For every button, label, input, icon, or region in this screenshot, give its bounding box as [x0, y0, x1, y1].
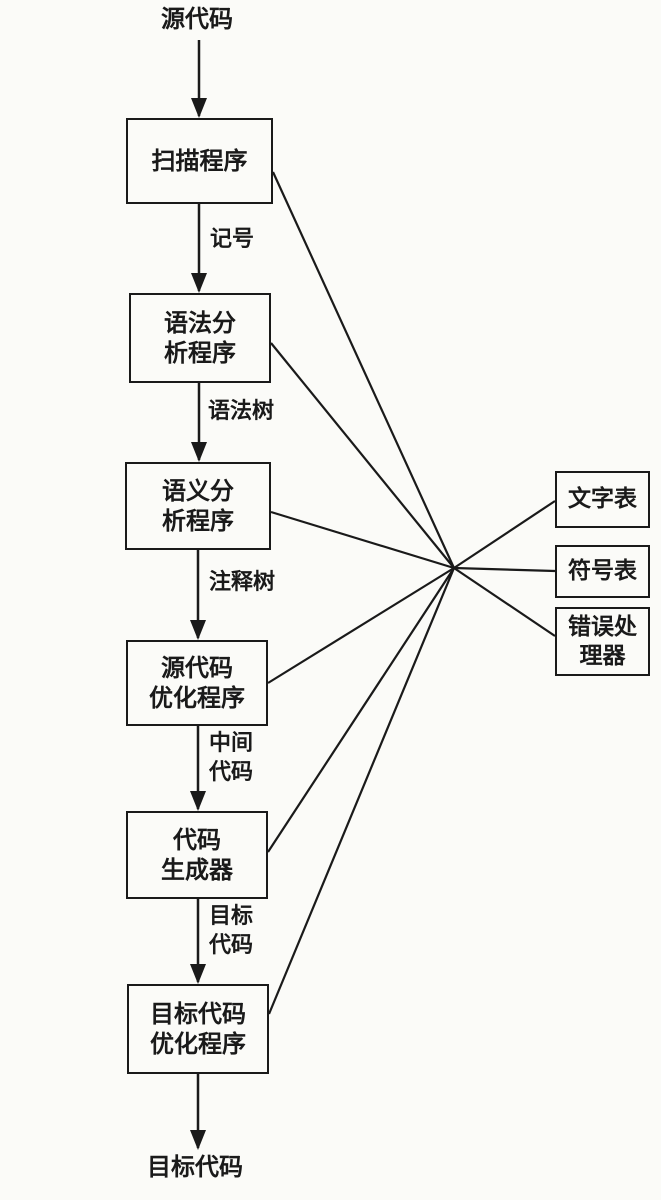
fan-line-to-resource [453, 567, 556, 637]
fan-line-to-stage [270, 342, 455, 569]
fan-line-to-resource [453, 500, 556, 569]
fan-line-to-resource [453, 566, 556, 573]
edge-label-intermediate-code: 中间 代码 [209, 731, 254, 785]
target-optimizer-box: 目标代码 优化程序 [127, 984, 269, 1074]
edge-label-syntax-tree: 语法树 [208, 399, 275, 424]
fan-line-to-stage [270, 510, 455, 570]
edge-label-tokens: 记号 [210, 227, 255, 252]
parser-box: 语法分 析程序 [129, 293, 271, 383]
source-optimizer-box: 源代码 优化程序 [126, 640, 268, 726]
source-code-input-label: 源代码 [161, 5, 233, 33]
pipeline-arrows [190, 40, 207, 1150]
target-code-output-label: 目标代码 [147, 1153, 243, 1181]
fan-line-to-stage [271, 171, 456, 569]
symbol-table-box: 符号表 [555, 545, 650, 598]
edge-label-target-code: 目标 代码 [209, 904, 254, 958]
edge-label-annotated-tree: 注释树 [209, 570, 276, 595]
error-handler-box: 错误处 理器 [555, 607, 650, 676]
fan-lines [267, 171, 556, 1015]
code-generator-box: 代码 生成器 [126, 811, 268, 899]
fan-line-to-stage [267, 567, 455, 684]
fan-line-to-stage [267, 567, 456, 1015]
fan-line-to-stage [267, 567, 455, 853]
literal-table-box: 文字表 [555, 471, 650, 528]
semantic-analyzer-box: 语义分 析程序 [125, 462, 271, 550]
scanner-box: 扫描程序 [126, 118, 273, 204]
